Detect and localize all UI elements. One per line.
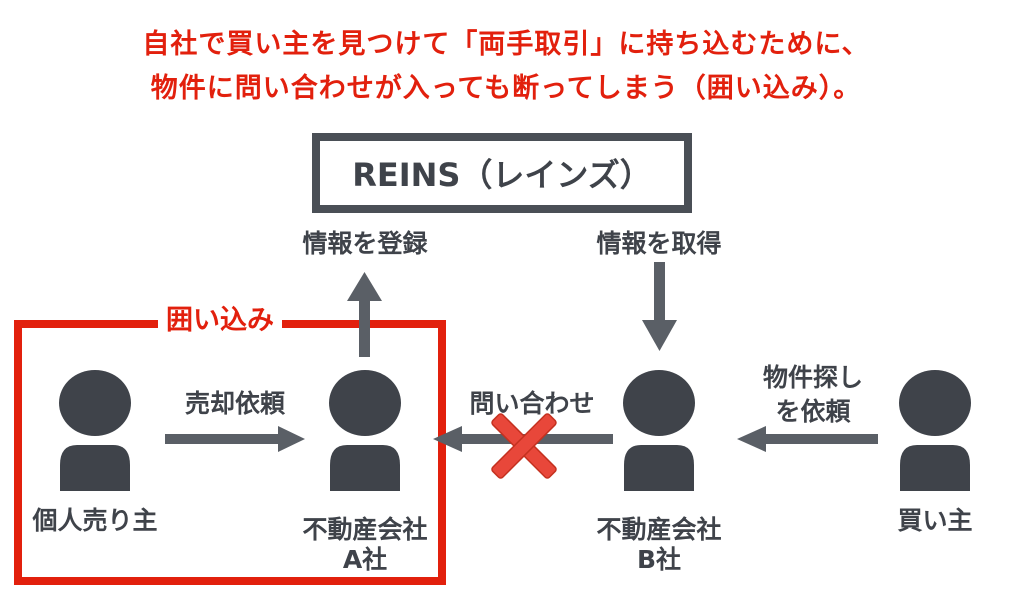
inquiry-label: 問い合わせ: [469, 389, 595, 418]
seller-label: 個人売り主: [32, 506, 158, 535]
search-request-arrow: [737, 426, 878, 452]
agency-a-label-2: A社: [342, 545, 388, 574]
agency-a-person-icon: [329, 370, 401, 491]
acquire-arrow: [642, 262, 677, 351]
buyer-person-icon: [899, 370, 971, 491]
headline-line-1: 自社で買い主を見つけて「両手取引」に持ち込むために、: [142, 29, 870, 60]
reins-label: REINS（レインズ）: [352, 156, 652, 194]
agency-b-label-1: 不動産会社: [596, 515, 722, 544]
sale-request-label: 売却依頼: [184, 389, 285, 418]
reins-box: REINS（レインズ）: [312, 133, 692, 213]
register-label: 情報を登録: [302, 229, 428, 258]
sale-request-arrow: [165, 426, 305, 452]
headline-line-2: 物件に問い合わせが入っても断ってしまう（囲い込み）。: [150, 73, 862, 104]
red-cross-icon: [491, 413, 557, 479]
agency-b-label-2: B社: [636, 545, 682, 574]
register-arrow: [347, 272, 382, 357]
enclosure-label: 囲い込み: [158, 298, 282, 337]
agency-b-person-icon: [623, 370, 695, 491]
buyer-label: 買い主: [897, 506, 973, 535]
search-request-label-1: 物件探し: [762, 363, 863, 392]
agency-a-label-1: 不動産会社: [302, 515, 428, 544]
search-request-label-2: を依頼: [775, 397, 851, 426]
seller-person-icon: [59, 370, 131, 491]
acquire-label: 情報を取得: [596, 229, 722, 258]
